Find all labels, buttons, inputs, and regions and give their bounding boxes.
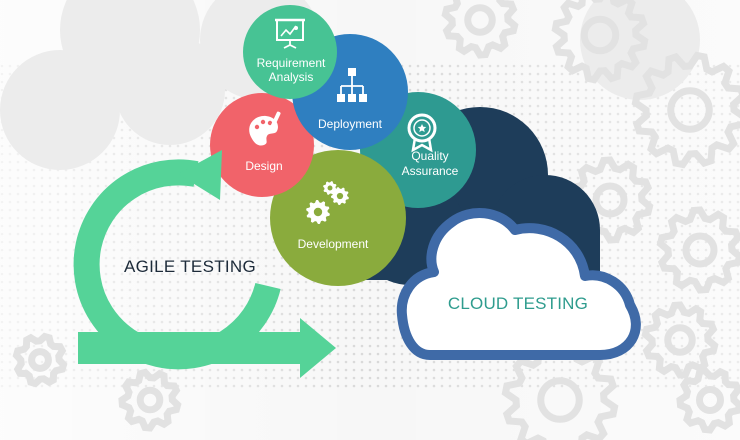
bubble-label-line: Assurance — [402, 164, 459, 178]
bubble-label-line: Requirement — [257, 56, 326, 70]
presentation-board-icon — [275, 18, 305, 49]
bubble-label: Design — [245, 159, 282, 173]
gear-shape — [501, 341, 619, 440]
gear-hub — [464, 4, 496, 36]
gear-hub — [696, 386, 724, 414]
bubble-development: Development — [270, 150, 406, 286]
gear-shape — [551, 0, 649, 84]
gear-hub — [136, 386, 164, 414]
gear-hub — [313, 207, 323, 217]
background-gears — [12, 0, 740, 440]
gears-icon — [306, 181, 349, 224]
gear-hub — [667, 87, 713, 133]
gear-hub — [336, 192, 344, 200]
gear-hub — [682, 232, 718, 268]
bubble-requirement-analysis: Requirement Analysis — [243, 5, 337, 99]
bubble-label: Development — [298, 237, 369, 251]
gear-hub — [664, 324, 696, 356]
bubble-design: Design — [210, 93, 314, 197]
agile-testing-label: AGILE TESTING — [124, 257, 256, 276]
bubble-label-line: Analysis — [269, 70, 314, 84]
gear-hub — [580, 15, 620, 55]
cloud-testing: CLOUD TESTING — [396, 207, 641, 360]
gear-shape — [12, 332, 68, 388]
gear-shape — [631, 51, 740, 169]
hierarchy-icon — [337, 68, 367, 102]
gear-hub — [537, 377, 583, 423]
agile-loop-arrow: AGILE TESTING — [73, 150, 336, 378]
gear-hub — [28, 348, 52, 372]
gear-shape — [656, 206, 740, 294]
bubble-label: Deployment — [318, 117, 383, 131]
gear-hub — [592, 182, 628, 218]
cloud-testing-label: CLOUD TESTING — [448, 294, 588, 313]
bubble-label-line: Quality — [411, 149, 448, 163]
gear-shape — [641, 301, 719, 379]
palette-brush-icon — [249, 111, 281, 146]
gear-shape — [676, 366, 740, 434]
award-badge-icon — [407, 113, 437, 153]
gear-shape — [118, 368, 182, 432]
gear-shape — [441, 0, 519, 59]
gear-hub — [327, 185, 333, 191]
background-cloud-silhouettes — [0, 0, 700, 170]
